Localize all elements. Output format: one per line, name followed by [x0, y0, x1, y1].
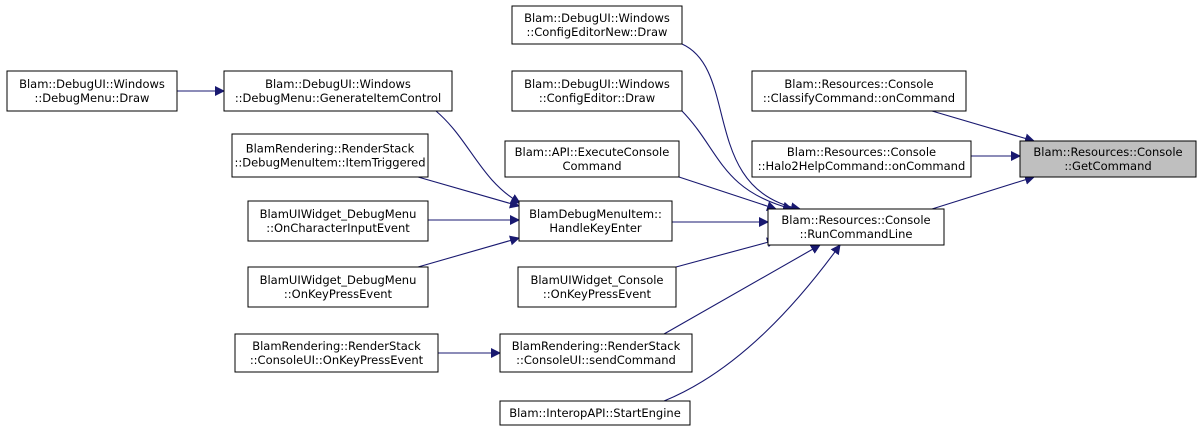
node-label-line: BlamRendering::RenderStack	[512, 339, 681, 353]
edge-arrow	[681, 43, 801, 213]
node-box	[751, 70, 967, 112]
node-label-line: ::DebugMenu::GenerateItemControl	[235, 91, 441, 105]
node-box	[511, 70, 683, 112]
edge-arrow	[435, 110, 521, 204]
node-box	[751, 140, 972, 178]
node-label-line: ::DebugMenuItem::ItemTriggered	[234, 156, 425, 170]
node-label-line: BlamDebugMenuItem::	[529, 207, 662, 221]
node-label-line: Command	[562, 159, 621, 173]
node-label-line: BlamUIWidget_Console	[530, 273, 663, 287]
node-label-line: Blam::Resources::Console	[1033, 145, 1182, 159]
nodes: Blam::Resources::Console::GetCommandBlam…	[6, 5, 1197, 426]
node-box	[517, 266, 677, 308]
node-box	[499, 333, 693, 373]
node-cfgnew[interactable]: Blam::DebugUI::Windows::ConfigEditorNew:…	[511, 5, 683, 45]
edge-arrow	[417, 176, 520, 209]
node-label-line: ::DebugMenu::Draw	[35, 91, 150, 105]
node-label-line: Blam::DebugUI::Windows	[524, 11, 670, 25]
node-halo2help[interactable]: Blam::Resources::Console::Halo2HelpComma…	[751, 140, 972, 178]
edge-genitem-to-handlekey	[435, 110, 521, 204]
node-label-line: BlamUIWidget_DebugMenu	[260, 207, 417, 221]
node-cfg[interactable]: Blam::DebugUI::Windows::ConfigEditor::Dr…	[511, 70, 683, 112]
node-genitem[interactable]: Blam::DebugUI::Windows::DebugMenu::Gener…	[223, 70, 453, 112]
edge-cfgnew-to-runcmd	[681, 43, 801, 213]
node-box	[518, 200, 673, 242]
node-onkeypress[interactable]: BlamUIWidget_DebugMenu::OnKeyPressEvent	[247, 266, 429, 308]
node-box	[231, 133, 429, 178]
edge-apiexec-to-runcmd	[678, 176, 777, 211]
node-box	[1019, 140, 1197, 178]
node-label-line: ::ConfigEditor::Draw	[539, 91, 655, 105]
node-getcommand[interactable]: Blam::Resources::Console::GetCommand	[1019, 140, 1197, 178]
node-label-line: ::OnCharacterInputEvent	[266, 221, 410, 235]
edge-arrow	[663, 244, 841, 402]
node-box	[234, 333, 439, 373]
edge-arrow	[663, 244, 821, 335]
node-debugmenudraw[interactable]: Blam::DebugUI::Windows::DebugMenu::Draw	[6, 70, 178, 112]
node-classify[interactable]: Blam::Resources::Console::ClassifyComman…	[751, 70, 967, 112]
node-label-line: ::ConsoleUI::OnKeyPressEvent	[250, 353, 424, 367]
node-sendcmd[interactable]: BlamRendering::RenderStack::ConsoleUI::s…	[499, 333, 693, 373]
node-label-line: Blam::API::ExecuteConsole	[515, 145, 670, 159]
node-widgetconsole[interactable]: BlamUIWidget_Console::OnKeyPressEvent	[517, 266, 677, 308]
node-label-line: ::ClassifyCommand::onCommand	[763, 91, 955, 105]
node-label-line: ::OnKeyPressEvent	[543, 287, 652, 301]
node-label-line: ::Halo2HelpCommand::onCommand	[758, 159, 966, 173]
node-label-line: BlamRendering::RenderStack	[252, 339, 421, 353]
node-box	[767, 208, 945, 246]
edge-sendcmd-to-runcmd	[663, 244, 821, 335]
node-label-line: BlamUIWidget_DebugMenu	[260, 273, 417, 287]
node-label-line: Blam::Resources::Console	[781, 213, 930, 227]
node-box	[6, 70, 178, 112]
edge-widgetconsole-to-runcmd	[675, 237, 777, 268]
node-label-line: Blam::DebugUI::Windows	[265, 77, 411, 91]
node-label-line: ::ConfigEditorNew::Draw	[527, 25, 668, 39]
node-oncharinput[interactable]: BlamUIWidget_DebugMenu::OnCharacterInput…	[247, 200, 429, 242]
node-label-line: Blam::Resources::Console	[787, 145, 936, 159]
edges	[177, 43, 1035, 402]
edge-startengine-to-runcmd	[663, 244, 841, 402]
edge-arrow	[931, 174, 1035, 210]
node-label-line: Blam::DebugUI::Windows	[524, 77, 670, 91]
node-box	[499, 400, 691, 426]
node-label-line: HandleKeyEnter	[549, 221, 642, 235]
edge-arrow	[417, 235, 520, 268]
node-box	[247, 200, 429, 242]
edge-runcmd-to-getcommand	[931, 174, 1035, 210]
node-handlekey[interactable]: BlamDebugMenuItem::HandleKeyEnter	[518, 200, 673, 242]
node-box	[504, 140, 680, 178]
node-box	[511, 5, 683, 45]
edge-classify-to-getcommand	[931, 110, 1035, 144]
edge-onkeypress-to-handlekey	[417, 235, 520, 268]
node-box	[223, 70, 453, 112]
node-runcmd[interactable]: Blam::Resources::Console::RunCommandLine	[767, 208, 945, 246]
node-label-line: Blam::InteropAPI::StartEngine	[509, 406, 681, 420]
edge-arrow	[675, 237, 777, 268]
node-label-line: ::GetCommand	[1064, 159, 1151, 173]
node-startengine[interactable]: Blam::InteropAPI::StartEngine	[499, 400, 691, 426]
node-label-line: BlamRendering::RenderStack	[246, 142, 415, 156]
node-label-line: ::ConsoleUI::sendCommand	[516, 353, 676, 367]
edge-arrow	[678, 176, 777, 211]
node-box	[247, 266, 429, 308]
node-label-line: Blam::DebugUI::Windows	[19, 77, 165, 91]
edge-itemtriggered-to-handlekey	[417, 176, 520, 209]
node-label-line: ::RunCommandLine	[800, 227, 913, 241]
node-itemtriggered[interactable]: BlamRendering::RenderStack::DebugMenuIte…	[231, 133, 429, 178]
node-label-line: ::OnKeyPressEvent	[284, 287, 393, 301]
node-consoleuikey[interactable]: BlamRendering::RenderStack::ConsoleUI::O…	[234, 333, 439, 373]
node-label-line: Blam::Resources::Console	[784, 77, 933, 91]
edge-arrow	[931, 110, 1035, 144]
